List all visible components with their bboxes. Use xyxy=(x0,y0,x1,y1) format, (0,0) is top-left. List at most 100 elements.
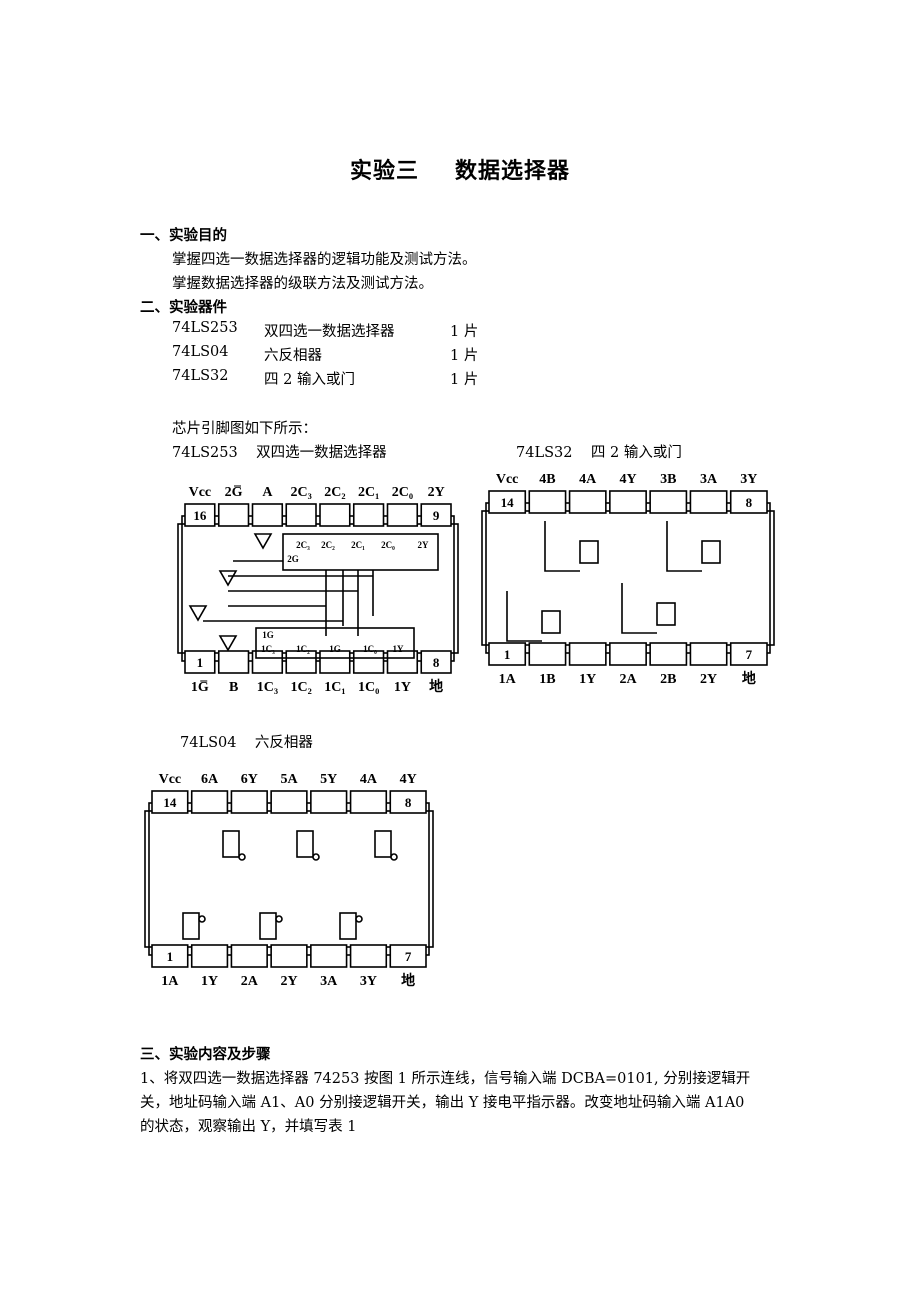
pin-label-top: 6A xyxy=(201,772,219,787)
chip-caption-74ls04: 74LS04 六反相器 xyxy=(180,735,313,751)
inner-label: 1C₂ xyxy=(296,644,310,654)
pin-label-top: 2C₁ xyxy=(358,485,379,500)
pin-label-top: 2C₃ xyxy=(290,485,311,500)
pin-number: 9 xyxy=(433,508,440,523)
pin-box-top xyxy=(270,790,308,814)
pin-label-top: 6Y xyxy=(241,772,258,787)
pin-label-bottom: 3A xyxy=(320,974,338,989)
part-model: 74LS04 xyxy=(172,344,229,360)
inner-label: 2C₂ xyxy=(321,540,335,550)
pinout-diagram-74ls253: Vcc 1G̅ 2G̅ B A 1C₃ 2C₃ 1C₂ 2C₂ 1C₁ 2C₁ 1C₀ 2C₀ 1Y 2Y 地… xyxy=(177,484,459,695)
pin-label-bottom: 1C₀ xyxy=(358,680,379,695)
inverter-bubble xyxy=(238,853,246,861)
pin-number: 7 xyxy=(405,949,412,964)
pin-label-bottom: 地 xyxy=(429,678,443,695)
chip-outline xyxy=(177,523,459,654)
pin-label-bottom: 1Y xyxy=(201,974,218,989)
chip-caption-74ls253: 74LS253 双四选一数据选择器 xyxy=(172,445,387,461)
pin-box-top xyxy=(568,490,607,514)
wire xyxy=(506,591,542,642)
pin-box-bottom xyxy=(609,642,647,666)
pin-box-bottom xyxy=(230,944,268,968)
pin-label-top: 3B xyxy=(660,472,676,487)
inverter-gate-icon xyxy=(222,830,240,858)
pin-label-top: 4B xyxy=(539,472,555,487)
pin-box-top xyxy=(285,503,317,527)
pin-box-top xyxy=(184,503,216,527)
pin-box-bottom xyxy=(689,642,728,666)
pin-box-bottom xyxy=(729,642,768,666)
pin-box-top xyxy=(151,790,189,814)
chip-body xyxy=(485,502,771,654)
pin-box-top xyxy=(689,490,728,514)
pin-label-top: 2C₂ xyxy=(324,485,345,500)
part-qty: 1 片 xyxy=(450,348,479,364)
pin-box-top xyxy=(609,490,647,514)
pin-label-top: 3Y xyxy=(740,472,757,487)
part-model: 74LS32 xyxy=(172,368,229,384)
inverter-bubble xyxy=(355,915,363,923)
or-gate-icon xyxy=(701,540,721,564)
pin-box-bottom xyxy=(568,642,607,666)
pin-label-top: Vcc xyxy=(159,772,182,787)
pin-label-top: A xyxy=(262,485,273,500)
part-model: 74LS253 xyxy=(172,320,238,336)
pin-label-bottom: 地 xyxy=(742,670,756,687)
inverter-bubble xyxy=(312,853,320,861)
pin-label-bottom: 1G̅ xyxy=(191,679,209,695)
pin-box-bottom xyxy=(352,650,385,674)
pin-box-bottom xyxy=(349,944,388,968)
pin-box-top xyxy=(729,490,768,514)
pin-box-bottom xyxy=(184,650,216,674)
pin-box-bottom xyxy=(319,650,351,674)
pin-label-bottom: 1C₂ xyxy=(290,680,311,695)
purpose-line: 掌握数据选择器的级联方法及测试方法。 xyxy=(172,276,433,292)
buffer-gate-icon xyxy=(253,533,273,550)
pin-number: 16 xyxy=(193,508,207,523)
pin-label-bottom: 1Y xyxy=(579,672,596,687)
pin-box-bottom xyxy=(389,944,427,968)
pin-label-top: 2G̅ xyxy=(225,484,243,500)
pin-label-bottom: 2Y xyxy=(700,672,717,687)
section-heading-components: 二、实验器件 xyxy=(140,300,227,316)
pin-label-top: 4Y xyxy=(400,772,417,787)
pin-number: 1 xyxy=(504,647,511,662)
chip-body xyxy=(148,802,430,956)
pin-box-bottom xyxy=(270,944,308,968)
section-heading-purpose: 一、实验目的 xyxy=(140,228,227,244)
inner-label: 2C₁ xyxy=(351,540,365,550)
step-text-line: 1、将双四选一数据选择器 74253 按图 1 所示连线，信号输入端 DCBA=… xyxy=(140,1071,751,1087)
pin-box-top xyxy=(528,490,567,514)
mux-block-1 xyxy=(255,627,415,659)
pin-label-bottom: 1A xyxy=(499,672,517,687)
pin-box-top xyxy=(386,503,419,527)
pin-box-bottom xyxy=(528,642,567,666)
pin-box-bottom xyxy=(310,944,348,968)
pin-box-top xyxy=(389,790,427,814)
pin-label-bottom: 2B xyxy=(660,672,676,687)
chip-body xyxy=(181,515,455,662)
pin-box-top xyxy=(420,503,452,527)
pin-number: 1 xyxy=(197,655,204,670)
pin-label-top: Vcc xyxy=(189,485,212,500)
or-gate-icon xyxy=(656,602,676,626)
pin-number: 14 xyxy=(501,495,515,510)
pin-number: 8 xyxy=(405,795,412,810)
pin-label-top: 2Y xyxy=(428,485,445,500)
inner-label: 2C₀ xyxy=(381,540,395,550)
pinout-intro: 芯片引脚图如下所示： xyxy=(172,421,317,437)
inner-label: 1C₃ xyxy=(261,644,275,654)
pin-label-bottom: 2A xyxy=(241,974,259,989)
pin-label-top: 2C₀ xyxy=(392,485,413,500)
inverter-gate-icon xyxy=(259,912,277,940)
title-part1: 实验三 xyxy=(349,159,419,184)
inner-label: 1Y xyxy=(393,644,405,654)
pin-label-bottom: 1C₁ xyxy=(324,680,345,695)
pin-label-bottom: B xyxy=(229,680,238,695)
wire xyxy=(621,583,657,634)
inner-label: 2C₃ xyxy=(296,540,310,550)
pin-label-top: 5Y xyxy=(320,772,337,787)
inner-label: 1C₀ xyxy=(363,644,377,654)
